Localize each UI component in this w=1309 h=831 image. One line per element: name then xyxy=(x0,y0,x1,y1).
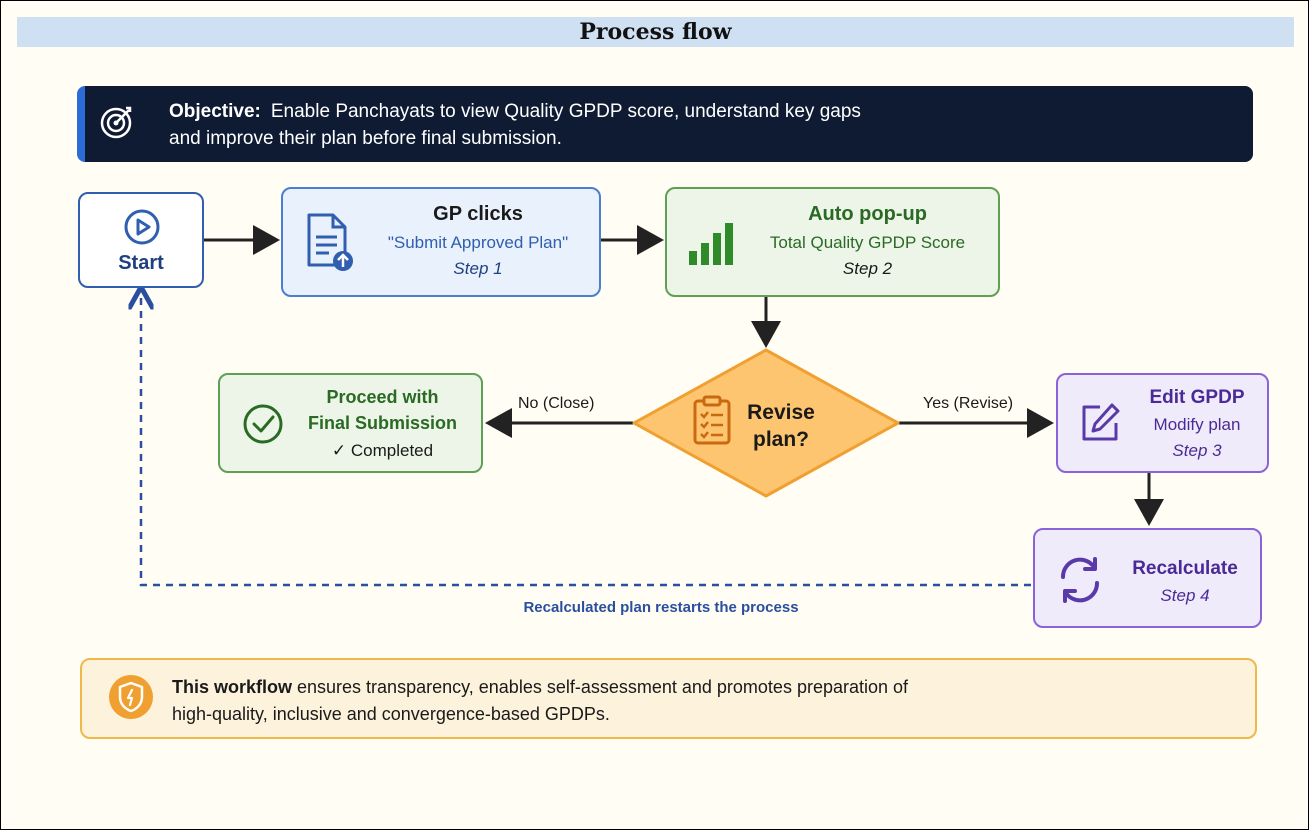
refresh-icon xyxy=(1060,557,1100,603)
objective-label: Objective: xyxy=(169,101,261,122)
play-icon xyxy=(124,209,160,245)
step3-node: Edit GPDP Modify plan Step 3 xyxy=(1056,373,1269,473)
objective-text: Objective: Enable Panchayats to view Qual… xyxy=(169,98,1229,152)
step3-step: Step 3 xyxy=(1172,441,1222,460)
footer-bold: This workflow xyxy=(172,677,293,697)
step3-subtitle: Modify plan xyxy=(1153,415,1241,434)
objective-line2: and improve their plan before final subm… xyxy=(169,128,562,149)
start-label: Start xyxy=(118,252,164,274)
final-submission-node: Proceed with Final Submission ✓ Complete… xyxy=(218,373,483,473)
step1-node: GP clicks "Submit Approved Plan" Step 1 xyxy=(281,187,601,297)
footer-line1: ensures transparency, enables self-asses… xyxy=(292,677,909,697)
final-line1: Proceed with xyxy=(326,387,439,407)
bar-chart-icon xyxy=(689,223,733,265)
decision-line1: Revise xyxy=(747,401,815,424)
step4-step: Step 4 xyxy=(1160,586,1210,605)
check-circle-icon xyxy=(243,404,283,444)
objective-line1: Enable Panchayats to view Quality GPDP s… xyxy=(270,101,861,122)
step2-subtitle: Total Quality GPDP Score xyxy=(769,233,966,252)
shield-icon xyxy=(109,675,153,719)
step2-title: Auto pop-up xyxy=(808,203,927,225)
step4-title: Recalculate xyxy=(1132,558,1238,579)
edge-label-yes: Yes (Revise) xyxy=(923,395,1014,412)
final-status: ✓ Completed xyxy=(331,441,434,460)
step2-node: Auto pop-up Total Quality GPDP Score Ste… xyxy=(665,187,1000,297)
step1-title: GP clicks xyxy=(433,203,523,225)
edit-icon xyxy=(1082,403,1120,441)
decision-line2: plan? xyxy=(753,428,809,451)
objective-banner: Objective: Enable Panchayats to view Qual… xyxy=(77,86,1253,162)
footer-note: This workflow ensures transparency, enab… xyxy=(80,658,1257,739)
step1-subtitle: "Submit Approved Plan" xyxy=(387,233,569,252)
final-line2: Final Submission xyxy=(307,413,458,433)
title-bar: Process flow xyxy=(17,17,1294,47)
decision-node xyxy=(632,348,900,498)
start-node: Start xyxy=(78,192,204,288)
restart-note: Recalculated plan restarts the process xyxy=(523,599,799,616)
edge-label-no: No (Close) xyxy=(518,395,595,412)
step4-node: Recalculate Step 4 xyxy=(1033,528,1262,628)
document-upload-icon xyxy=(307,213,353,271)
clipboard-checklist-icon xyxy=(693,395,731,445)
step2-step: Step 2 xyxy=(842,259,893,278)
edge-step4-start-dashed xyxy=(141,297,1031,587)
step1-step: Step 1 xyxy=(453,259,503,278)
footer-line2: high-quality, inclusive and convergence-… xyxy=(172,704,610,724)
target-icon xyxy=(100,106,132,139)
step3-title: Edit GPDP xyxy=(1149,387,1245,408)
footer-text: This workflow ensures transparency, enab… xyxy=(172,674,1232,728)
page-title: Process flow xyxy=(579,19,732,45)
